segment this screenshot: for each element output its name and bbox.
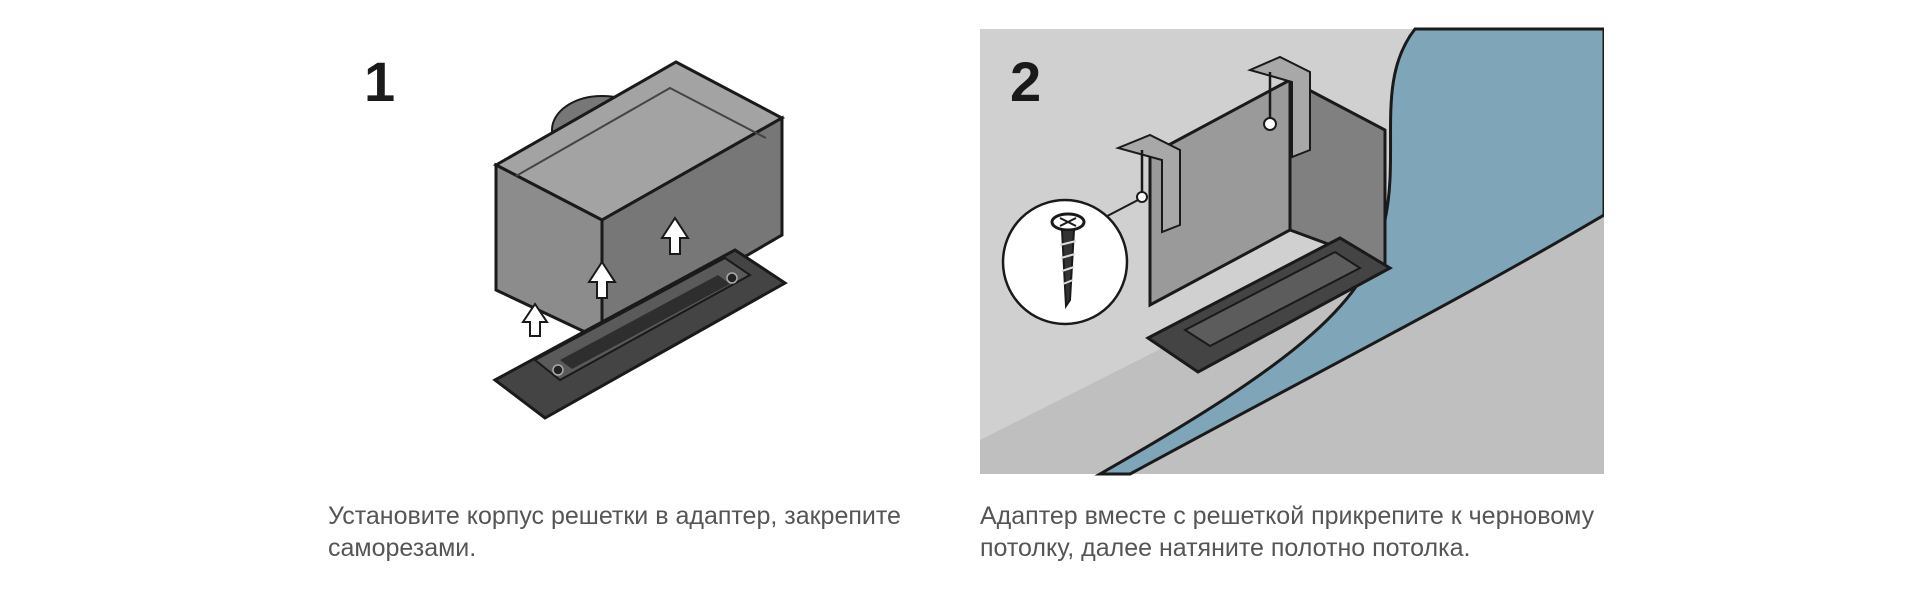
housing-right bbox=[600, 115, 784, 343]
screw-head-left bbox=[1136, 191, 1148, 203]
screw-head-right bbox=[1263, 117, 1277, 131]
caption-line: Установите корпус решетки в адаптер, зак… bbox=[328, 502, 901, 530]
grille-inner bbox=[1183, 250, 1362, 348]
plate-screw-right bbox=[726, 272, 738, 284]
adapter-slot bbox=[560, 275, 730, 369]
step-caption: Установите корпус решетки в адаптер, зак… bbox=[328, 500, 968, 564]
step-number: 2 bbox=[1010, 50, 1042, 113]
step-2-illustration bbox=[980, 27, 1604, 476]
stretch-ceiling-film bbox=[1094, 27, 1604, 476]
screw-icon bbox=[1050, 212, 1086, 310]
up-arrow-icon bbox=[521, 302, 549, 337]
housing-inner-edge bbox=[515, 86, 767, 177]
bracket-left bbox=[1114, 133, 1181, 234]
caption-line: Адаптер вместе с решеткой прикрепите к ч… bbox=[980, 502, 1595, 530]
caption-line: потолку, далее натяните полотно потолка. bbox=[980, 534, 1471, 562]
caption-line: саморезами. bbox=[328, 534, 477, 562]
bracket-right bbox=[1247, 55, 1311, 159]
up-arrow-icon bbox=[587, 260, 617, 299]
step-1-illustration bbox=[492, 60, 788, 420]
plate-screw-left bbox=[552, 364, 564, 376]
step-caption: Адаптер вместе с решеткой прикрепите к ч… bbox=[980, 500, 1620, 564]
step-number: 1 bbox=[364, 50, 396, 113]
up-arrow-icon bbox=[660, 216, 690, 255]
